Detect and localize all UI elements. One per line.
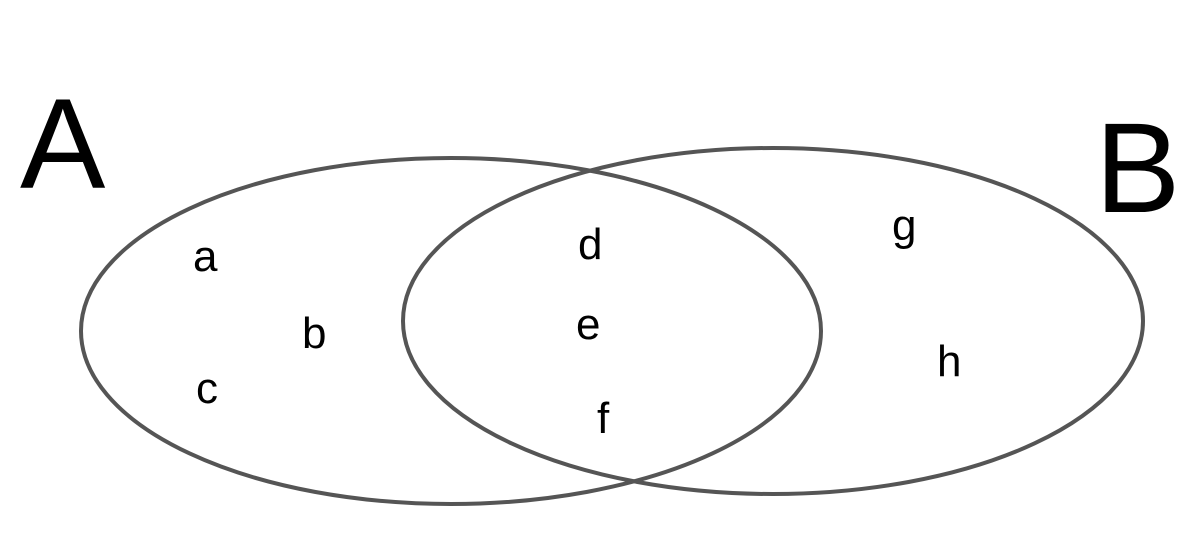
set-a-only-element: a bbox=[193, 232, 218, 281]
set-b-label: B bbox=[1095, 97, 1180, 240]
set-a-only-element: c bbox=[196, 364, 218, 413]
set-b-only-element: h bbox=[937, 337, 961, 386]
intersection-element: f bbox=[597, 394, 610, 443]
intersection-element: d bbox=[578, 220, 602, 269]
set-a-only-element: b bbox=[302, 309, 326, 358]
set-b-only-element: g bbox=[892, 201, 916, 250]
intersection-element: e bbox=[576, 300, 600, 349]
set-a-ellipse bbox=[79, 156, 823, 506]
set-a-label: A bbox=[20, 73, 106, 216]
set-b-ellipse bbox=[401, 146, 1145, 496]
